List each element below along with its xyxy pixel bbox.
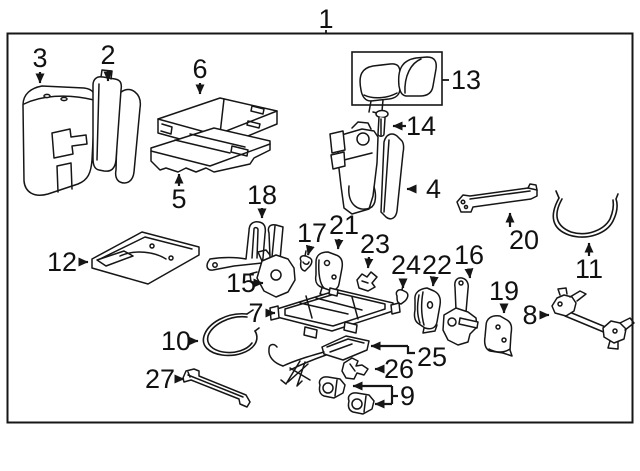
callout-25-bracket [406,346,415,355]
part-10-release-cable [202,309,260,357]
part-9-riser-actuators [318,376,375,415]
part-5-seat-cushion-pad [150,127,271,173]
callout-label-16: 16 [454,240,484,270]
callout-17-arrow [305,244,315,256]
callout-label-9: 9 [400,381,415,411]
callout-label-10: 10 [161,326,191,356]
callout-23-arrow [364,256,374,269]
callout-label-22: 22 [422,250,452,280]
callout-label-2: 2 [100,40,115,70]
callout-label-27: 27 [145,364,175,394]
callout-label-14: 14 [406,111,436,141]
callout-label-25: 25 [417,342,447,372]
callout-label-8: 8 [522,300,537,330]
callout-label-4: 4 [426,174,441,204]
callout-label-21: 21 [329,210,359,240]
callout-label-23: 23 [360,229,390,259]
part-22-side-shield [413,287,442,334]
part-23-bracket-clip [356,271,378,292]
part-12-floor-panel-bracket [91,231,200,285]
part-7-seat-adjuster-frame [269,287,401,339]
part-19-side-shield-inner [483,315,513,357]
part-13-headrests [351,51,443,114]
part-4-seatback-frame [329,121,405,220]
part-25-wiring-and-track-cover [268,335,370,387]
diagram-border [6,32,634,424]
callout-label-26: 26 [384,354,414,384]
part-11-cable-loop [552,190,619,238]
part-2-seatback-filler-pad [92,69,142,184]
headrest-box [351,51,443,106]
part-21-hinge-bracket [314,251,344,297]
part-16-recliner-lever [442,277,479,346]
part-8-torsion-rod-assembly [551,287,635,350]
callout-label-18: 18 [247,180,277,210]
callout-label-11: 11 [575,254,603,284]
part-27-scuff-strip [182,368,251,408]
part-18-pivot-bracket [206,221,267,271]
callout-label-24: 24 [391,250,421,280]
part-15-latch-assembly [249,224,296,298]
part-3-seatback-cushion [22,85,96,196]
callout-21-arrow [334,238,344,250]
callout-label-1: 1 [318,4,333,34]
callout-arrows [35,70,594,409]
callout-22-arrow [429,276,439,287]
callout-label-13: 13 [451,65,481,95]
callout-label-17: 17 [297,218,327,248]
part-17-retainer-clip [299,250,313,272]
callout-label-12: 12 [47,247,77,277]
callout-16-arrow [464,268,474,279]
callout-label-6: 6 [192,54,207,84]
callout-label-7: 7 [248,298,263,328]
part-14-bolt [375,109,389,137]
callout-label-3: 3 [32,43,47,73]
part-26-cable-clamp [341,357,369,380]
callout-label-15: 15 [226,268,256,298]
callout-label-5: 5 [171,184,186,214]
callout-label-19: 19 [489,276,519,306]
part-20-trim-rail [456,183,538,213]
callout-labels: 1 2 3 4 5 6 7 8 9 10 11 12 13 14 15 16 1… [32,4,603,411]
callout-label-20: 20 [509,225,539,255]
